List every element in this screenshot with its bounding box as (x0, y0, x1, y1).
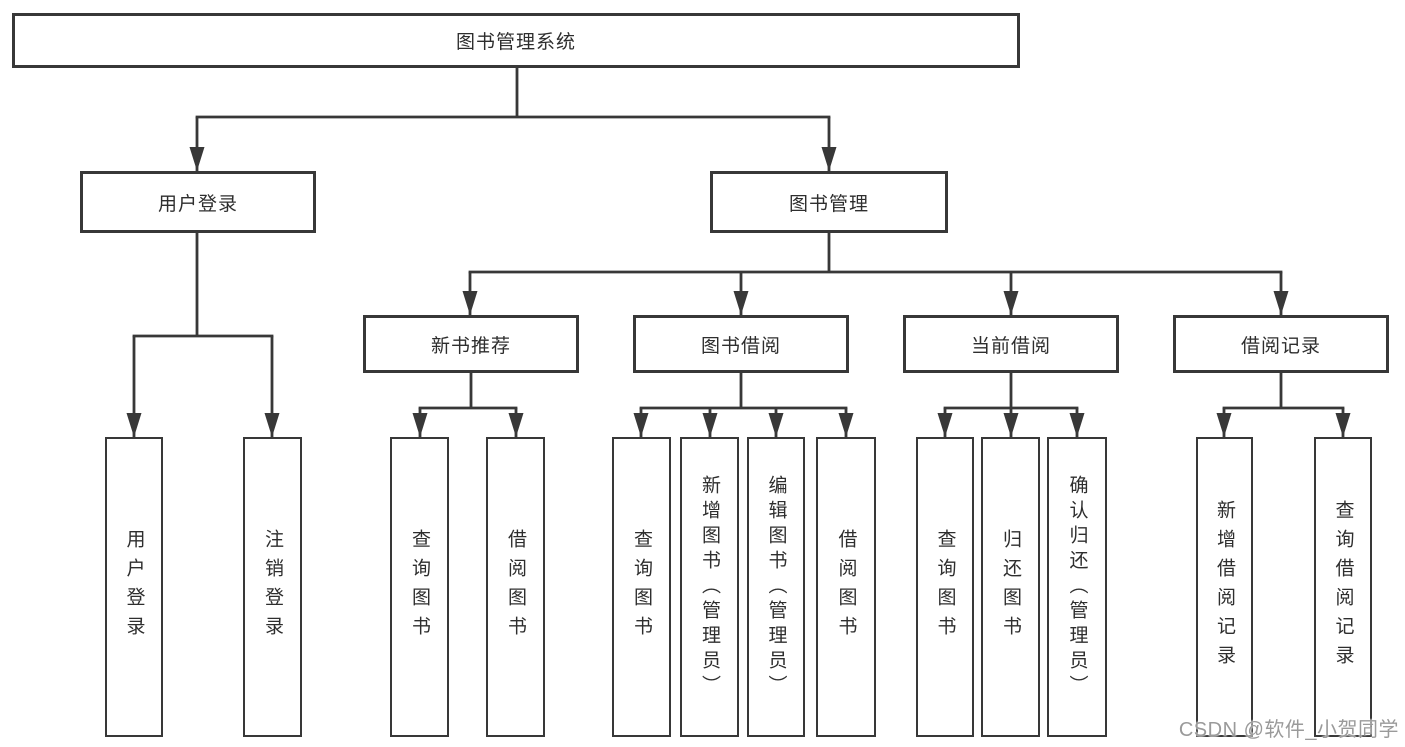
node-system-root: 图书管理系统 (12, 13, 1020, 68)
leaf-query-books-borrow: 查询图书 (612, 437, 671, 737)
leaf-query-books-recommend-label: 查询图书 (409, 529, 430, 645)
leaf-query-borrow-record: 查询借阅记录 (1314, 437, 1372, 737)
node-current-borrowing-label: 当前借阅 (970, 335, 1051, 357)
leaf-add-borrow-record: 新增借阅记录 (1196, 437, 1253, 737)
node-borrowing-records-label: 借阅记录 (1240, 335, 1321, 357)
leaf-add-borrow-record-label: 新增借阅记录 (1214, 500, 1235, 674)
leaf-borrow-books-label: 借阅图书 (835, 529, 857, 645)
leaf-logout: 注销登录 (243, 437, 302, 737)
node-current-borrowing: 当前借阅 (903, 315, 1119, 373)
node-user-login-label: 用户登录 (157, 193, 238, 215)
leaf-confirm-return-admin: 确认归还（管理员） (1047, 437, 1107, 737)
leaf-add-books-admin: 新增图书（管理员） (680, 437, 739, 737)
leaf-query-books-recommend: 查询图书 (390, 437, 449, 737)
node-borrowing-records: 借阅记录 (1173, 315, 1389, 373)
leaf-borrow-books-recommend: 借阅图书 (486, 437, 545, 737)
leaf-add-books-admin-label: 新增图书（管理员） (699, 474, 720, 700)
node-new-book-recommendation-label: 新书推荐 (430, 335, 511, 357)
node-user-login: 用户登录 (80, 171, 316, 233)
leaf-user-login: 用户登录 (105, 437, 163, 737)
leaf-user-login-label: 用户登录 (123, 529, 145, 645)
node-book-borrowing: 图书借阅 (633, 315, 849, 373)
node-book-management: 图书管理 (710, 171, 948, 233)
leaf-confirm-return-admin-label: 确认归还（管理员） (1066, 474, 1088, 700)
node-system-root-label: 图书管理系统 (455, 32, 576, 53)
csdn-watermark: CSDN @软件_小贺同学 (1178, 719, 1399, 741)
node-book-borrowing-label: 图书借阅 (700, 335, 781, 357)
leaf-query-books-borrow-label: 查询图书 (631, 529, 652, 645)
node-book-management-label: 图书管理 (788, 193, 869, 215)
leaf-return-books: 归还图书 (981, 437, 1040, 737)
leaf-query-books-current: 查询图书 (916, 437, 974, 737)
node-new-book-recommendation: 新书推荐 (363, 315, 579, 373)
leaf-logout-label: 注销登录 (262, 529, 283, 645)
leaf-borrow-books-recommend-label: 借阅图书 (505, 529, 526, 645)
leaf-return-books-label: 归还图书 (1000, 529, 1021, 645)
leaf-edit-books-admin: 编辑图书（管理员） (747, 437, 805, 737)
leaf-borrow-books: 借阅图书 (816, 437, 876, 737)
leaf-query-borrow-record-label: 查询借阅记录 (1332, 500, 1354, 674)
leaf-query-books-current-label: 查询图书 (934, 529, 956, 645)
leaf-edit-books-admin-label: 编辑图书（管理员） (765, 474, 787, 700)
